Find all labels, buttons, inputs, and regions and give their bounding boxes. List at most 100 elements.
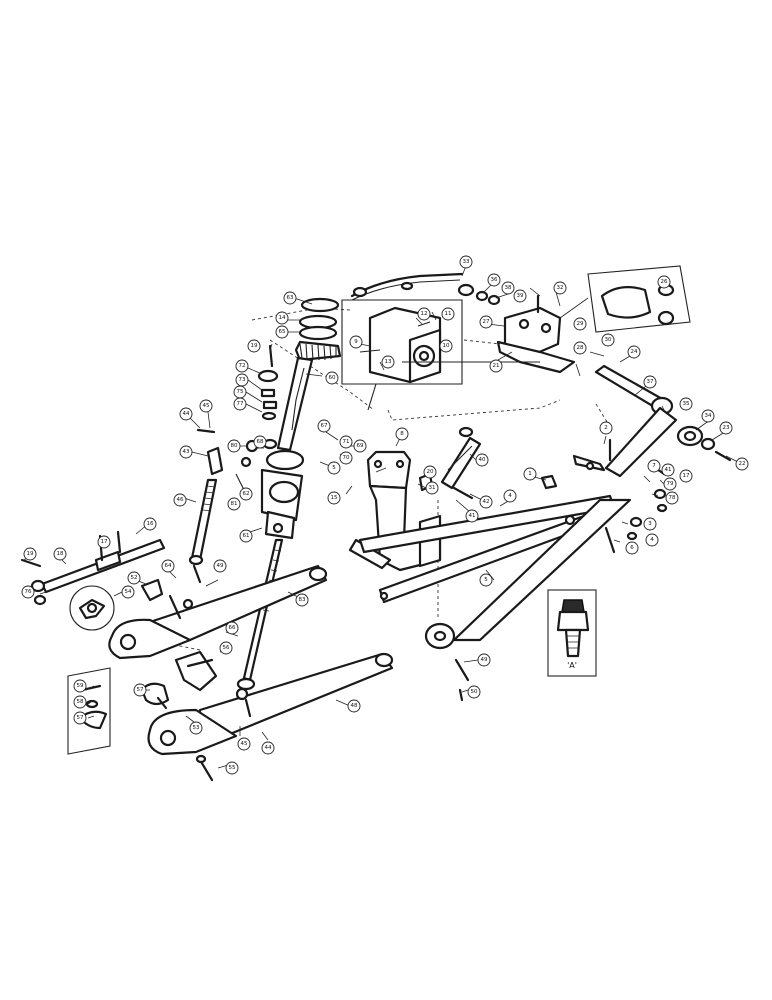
svg-text:27: 27: [483, 319, 490, 325]
svg-text:63: 63: [287, 295, 294, 301]
svg-text:29: 29: [577, 321, 584, 327]
callout-75: 75: [233, 385, 247, 399]
callout-10: 10: [439, 339, 453, 353]
svg-text:44: 44: [183, 411, 190, 417]
svg-text:44: 44: [265, 745, 272, 751]
svg-text:80: 80: [231, 443, 238, 449]
callout-32: 32: [553, 281, 567, 295]
callout-56: 56: [219, 641, 233, 655]
callout-81: 81: [227, 497, 241, 511]
svg-text:28: 28: [577, 345, 584, 351]
svg-text:68: 68: [257, 439, 264, 445]
callout-29: 29: [573, 317, 587, 331]
callout-49a: 49: [213, 559, 227, 573]
svg-text:52: 52: [131, 575, 138, 581]
callout-57b: 57: [133, 683, 147, 697]
svg-text:59: 59: [77, 683, 84, 689]
callout-8: 8: [395, 427, 409, 441]
callout-48: 48: [347, 699, 361, 713]
callout-80: 80: [227, 439, 241, 453]
callout-14: 14: [275, 311, 289, 325]
callout-54: 54: [121, 585, 135, 599]
svg-text:64: 64: [165, 563, 172, 569]
callout-55: 55: [225, 761, 239, 775]
svg-text:46: 46: [177, 497, 184, 503]
callout-22: 22: [735, 457, 749, 471]
callout-50a: 50: [467, 685, 481, 699]
svg-text:58: 58: [77, 699, 84, 705]
svg-text:41: 41: [665, 467, 672, 473]
callout-6: 6: [625, 541, 639, 555]
callout-3: 3: [643, 517, 657, 531]
callout-12: 12: [417, 307, 431, 321]
callout-13: 13: [381, 355, 395, 369]
svg-text:62: 62: [243, 491, 250, 497]
callout-83: 83: [295, 593, 309, 607]
svg-text:19: 19: [251, 343, 258, 349]
callout-11: 11: [441, 307, 455, 321]
svg-text:3: 3: [648, 521, 652, 527]
callout-41b: 41: [661, 463, 675, 477]
svg-text:30: 30: [605, 337, 612, 343]
callout-65: 65: [275, 325, 289, 339]
svg-text:72: 72: [239, 363, 246, 369]
callout-57a: 57: [73, 711, 87, 725]
svg-text:67: 67: [321, 423, 328, 429]
svg-text:2: 2: [604, 425, 608, 431]
callout-40: 40: [475, 453, 489, 467]
callout-79: 79: [663, 477, 677, 491]
callout-16: 16: [143, 517, 157, 531]
callout-44b: 44: [261, 741, 275, 755]
callout-64: 64: [161, 559, 175, 573]
top-link-assembly: [572, 364, 732, 478]
svg-text:5: 5: [332, 465, 336, 471]
svg-text:36: 36: [491, 277, 498, 283]
callout-38: 38: [501, 281, 515, 295]
svg-text:20: 20: [427, 469, 434, 475]
callout-49b: 49: [477, 653, 491, 667]
callout-1: 1: [523, 467, 537, 481]
svg-text:5: 5: [484, 577, 488, 583]
svg-text:61: 61: [243, 533, 250, 539]
callout-26: 26: [657, 275, 671, 289]
callout-78: 78: [665, 491, 679, 505]
svg-text:17: 17: [683, 473, 690, 479]
svg-text:14: 14: [279, 315, 286, 321]
svg-text:77: 77: [237, 401, 244, 407]
svg-text:4: 4: [508, 493, 512, 499]
inset-circle-54: [69, 585, 115, 631]
callout-23: 23: [719, 421, 733, 435]
svg-text:57: 57: [137, 687, 144, 693]
svg-text:73: 73: [239, 377, 246, 383]
callout-59: 59: [73, 679, 87, 693]
callout-28: 28: [573, 341, 587, 355]
svg-text:66: 66: [229, 625, 236, 631]
svg-text:4: 4: [650, 537, 654, 543]
callout-45: 45: [199, 399, 213, 413]
callout-20: 20: [423, 465, 437, 479]
callout-19b: 19: [23, 547, 37, 561]
svg-text:7: 7: [652, 463, 656, 469]
svg-text:76: 76: [25, 589, 32, 595]
svg-text:16: 16: [147, 521, 154, 527]
callout-15: 15: [327, 491, 341, 505]
svg-text:31: 31: [429, 485, 436, 491]
hydraulic-pipe: [350, 272, 501, 306]
svg-text:70: 70: [343, 455, 350, 461]
callout-72: 72: [235, 359, 249, 373]
callout-36: 36: [487, 273, 501, 287]
lift-shaft-gear: [276, 297, 342, 452]
svg-text:53: 53: [193, 725, 200, 731]
callout-5b: 5: [479, 573, 493, 587]
callout-21: 21: [489, 359, 503, 373]
callout-67: 67: [317, 419, 331, 433]
lift-rod-threaded: [188, 478, 218, 566]
svg-text:41: 41: [469, 513, 476, 519]
svg-text:55: 55: [229, 765, 236, 771]
callout-52: 52: [127, 571, 141, 585]
callout-60: 60: [325, 371, 339, 385]
svg-text:32: 32: [557, 285, 564, 291]
callout-70: 70: [339, 451, 353, 465]
callout-58: 58: [73, 695, 87, 709]
